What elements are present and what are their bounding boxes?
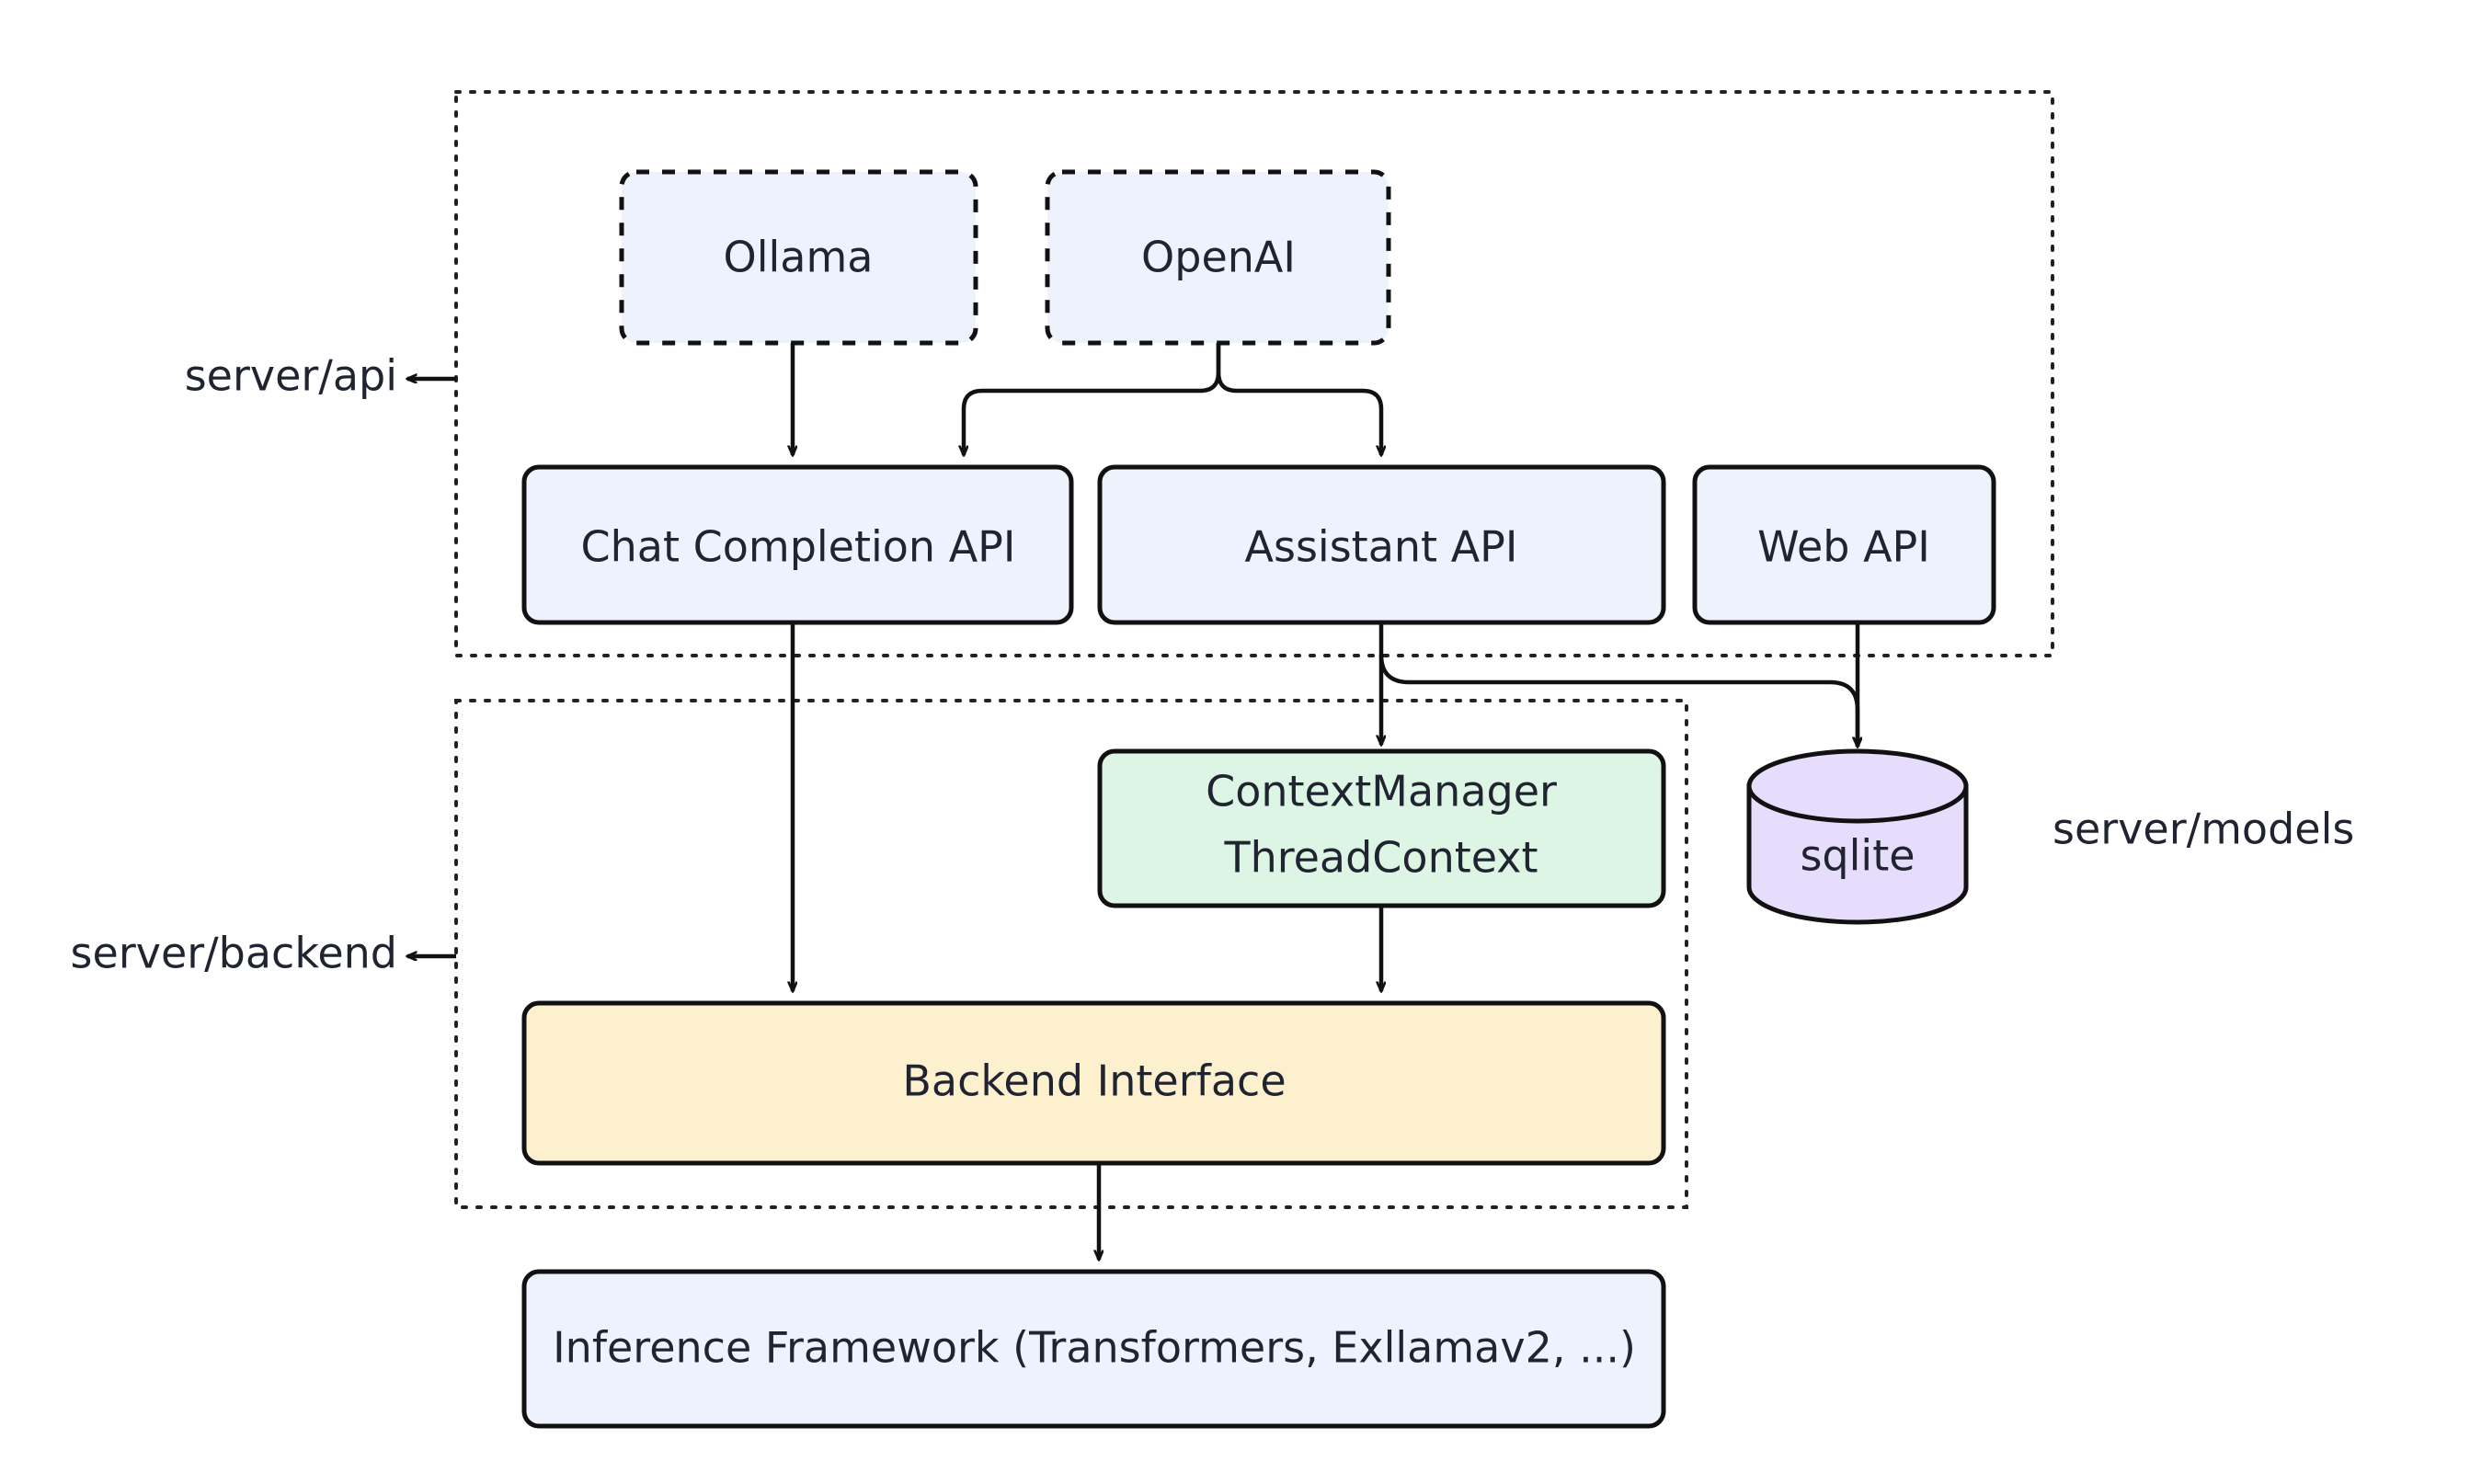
node-chat-completion-api[interactable]: Chat Completion API xyxy=(521,464,1074,625)
sqlite-label: sqlite xyxy=(1800,831,1915,881)
node-web-api[interactable]: Web API xyxy=(1692,464,1996,625)
node-openai[interactable]: OpenAI xyxy=(1045,169,1391,346)
context-manager-label-line1: ContextManager xyxy=(1206,767,1557,816)
inference-framework-box[interactable] xyxy=(521,1269,1666,1429)
sqlite-cylinder-top xyxy=(1746,748,1969,824)
context-manager-label-line2: ThreadContext xyxy=(1223,833,1538,883)
ollama-label: Ollama xyxy=(724,233,874,282)
chat-completion-api-box[interactable] xyxy=(521,464,1074,625)
backend-interface-label: Backend Interface xyxy=(902,1056,1286,1106)
web-api-label: Web API xyxy=(1757,522,1930,572)
server-api-label: server/api xyxy=(185,351,397,401)
node-sqlite[interactable]: sqlite xyxy=(1746,748,1969,925)
group-server-backend xyxy=(454,699,1688,1209)
assistant-api-label: Assistant API xyxy=(1245,522,1518,572)
node-inference-framework[interactable]: Inference Framework (Transformers, Exlla… xyxy=(521,1269,1666,1429)
node-ollama[interactable]: Ollama xyxy=(619,169,978,346)
node-context-manager[interactable]: ContextManager ThreadContext xyxy=(1097,748,1666,908)
context-manager-box[interactable] xyxy=(1097,748,1666,908)
node-backend-interface[interactable]: Backend Interface xyxy=(521,1000,1666,1166)
sqlite-cylinder-body[interactable] xyxy=(1746,783,1969,925)
edge-openai-to-chat-completion xyxy=(964,343,1221,455)
group-server-api xyxy=(454,90,2054,657)
openai-box[interactable] xyxy=(1045,169,1391,346)
server-models-label: server/models xyxy=(2053,805,2354,854)
inference-framework-label: Inference Framework (Transformers, Exlla… xyxy=(553,1323,1636,1373)
edge-openai-to-assistant xyxy=(1216,343,1381,455)
openai-label: OpenAI xyxy=(1141,233,1296,282)
server-backend-label: server/backend xyxy=(71,929,397,978)
backend-interface-box[interactable] xyxy=(521,1000,1666,1166)
chat-completion-api-label: Chat Completion API xyxy=(581,522,1016,572)
web-api-box[interactable] xyxy=(1692,464,1996,625)
node-assistant-api[interactable]: Assistant API xyxy=(1097,464,1666,625)
assistant-api-box[interactable] xyxy=(1097,464,1666,625)
ollama-box[interactable] xyxy=(619,169,978,346)
